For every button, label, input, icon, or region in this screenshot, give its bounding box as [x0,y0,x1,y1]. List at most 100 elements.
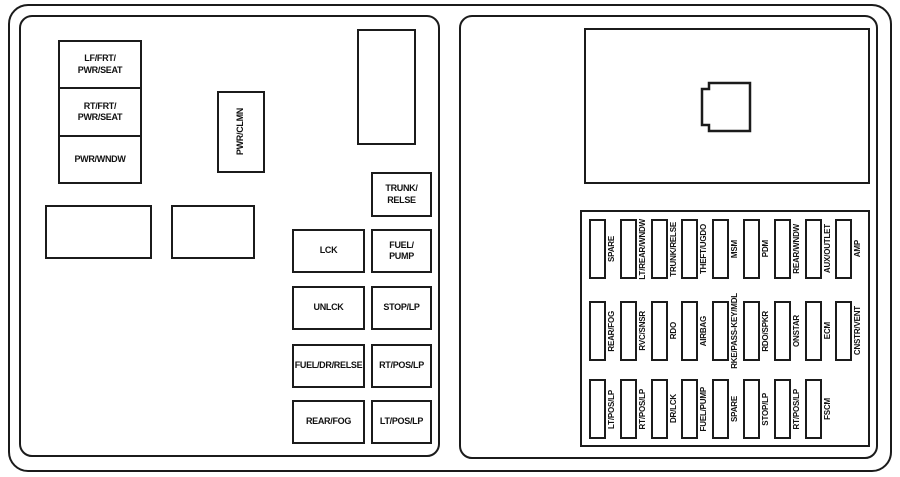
fuse-label: PDM [761,240,770,258]
fuse: CNSTR/VENT [835,301,862,361]
fuse: LT/POS/LP [589,379,616,439]
empty-relay-box-a [45,205,152,259]
fuse: AUX/OUTLET [805,219,832,279]
fuse-slot [805,379,822,439]
fuse: RT/POS/LP [620,379,647,439]
fuse-label: REAR/WNDW [792,224,801,274]
fuse-unlck: UNLCK [292,286,365,330]
fuse-slot [712,379,729,439]
connector-outline-icon [700,81,752,133]
fuse-slot [589,301,606,361]
fuse-slot [774,301,791,361]
fuse-label: AUX/OUTLET [823,224,832,274]
fuse-label: CNSTR/VENT [853,306,862,356]
fuse: SPARE [712,379,739,439]
fuse: FSCM [805,379,832,439]
fuse: STOP/LP [743,379,770,439]
fuse-block: SPARE LT/REAR/WNDW TRUNK/RELSE THEFT/UGD… [580,210,870,447]
fuse-label: REAR/FOG [607,310,616,352]
fuse-label: TRUNK/RELSE [669,221,678,277]
fuse: FUEL/PUMP [681,379,708,439]
fuse-slot [743,379,760,439]
fuse-slot [712,301,729,361]
fuse-slot [835,301,852,361]
fuse-label: RVC/SNSR [638,311,647,351]
fuse-row-2: REAR/FOG RVC/SNSR RDO AIRBAG RKE/PASS-KE… [582,293,868,369]
fuse: REAR/WNDW [774,219,801,279]
fuse-rear-fog: REAR/FOG [292,400,365,444]
relay-area-box [584,28,870,184]
fuse-row-1: SPARE LT/REAR/WNDW TRUNK/RELSE THEFT/UGD… [582,219,868,279]
empty-relay-box-top [357,29,416,145]
fuse: PDM [743,219,770,279]
seat-fuse-block: LF/FRT/ PWR/SEAT RT/FRT/ PWR/SEAT PWR/WN… [58,40,142,184]
fuse-label: FUEL/PUMP [699,386,708,432]
fuse: AIRBAG [681,301,708,361]
fuse-pwr-clmn-label: PWR/CLMN [235,108,246,156]
fuse-label: LT/REAR/WNDW [638,218,647,280]
fuse-slot [620,219,637,279]
fuse-label: LT/POS/LP [607,389,616,429]
fuse-slot [743,219,760,279]
fuse-lt-pos-lp: LT/POS/LP [371,400,432,444]
fuse-fuel-pump: FUEL/ PUMP [371,229,432,273]
fuse-stop-lp: STOP/LP [371,286,432,330]
fuse-trunk-relse: TRUNK/ RELSE [371,172,432,217]
fuse: ECM [805,301,832,361]
fuse-slot [805,301,822,361]
fuse-slot [681,301,698,361]
fuse-slot [651,301,668,361]
fuse-label: ONSTAR [792,315,801,347]
fuse-fuel-dr-relse: FUEL/DR/RELSE [292,344,365,388]
fuse: ONSTAR [774,301,801,361]
fuse: RKE/PASS-KEY/MDL [712,293,739,369]
fuse-slot [712,219,729,279]
fuse-slot [589,379,606,439]
fuse-slot [774,219,791,279]
fuse-label: RKE/PASS-KEY/MDL [730,293,739,369]
fuse: THEFT/UGDO [681,219,708,279]
fuse-slot [681,219,698,279]
fuse: RDO [651,301,678,361]
fuse-label: STOP/LP [761,392,770,426]
fuse: SPARE [589,219,616,279]
fuse: RVC/SNSR [620,301,647,361]
fuse-label: ECM [823,322,832,340]
fuse-slot [835,219,852,279]
fuse-label: RDO/SPKR [761,310,770,352]
fuse-slot [681,379,698,439]
right-fuse-panel: SPARE LT/REAR/WNDW TRUNK/RELSE THEFT/UGD… [459,15,878,459]
fuse: AMP [835,219,862,279]
fuse-label: SPARE [730,396,739,422]
fuse-rt-pos-lp: RT/POS/LP [371,344,432,388]
fuse-slot [589,219,606,279]
fuse-label: MSM [730,239,739,259]
fuse-label: FSCM [823,398,832,420]
fuse: DR/LCK [651,379,678,439]
fuse-pwr-wndw: PWR/WNDW [60,134,140,182]
fuse-lck: LCK [292,229,365,273]
fuse: RT/POS/LP [774,379,801,439]
fuse: TRUNK/RELSE [651,219,678,279]
diagram-outer-border: LF/FRT/ PWR/SEAT RT/FRT/ PWR/SEAT PWR/WN… [8,4,892,472]
fuse-slot [743,301,760,361]
fuse-row-3: LT/POS/LP RT/POS/LP DR/LCK FUEL/PUMP SPA… [582,379,868,439]
empty-relay-box-b [171,205,255,259]
fuse-label: RDO [669,322,678,340]
fuse-slot [620,301,637,361]
fuse-slot [620,379,637,439]
fuse-slot [805,219,822,279]
fuse-label: SPARE [607,236,616,262]
fuse-label: RT/POS/LP [638,388,647,430]
fuse-label: DR/LCK [669,394,678,424]
fuse: LT/REAR/WNDW [620,219,647,279]
fuse-slot [774,379,791,439]
fuse: RDO/SPKR [743,301,770,361]
fuse: MSM [712,219,739,279]
fuse-slot [651,379,668,439]
fuse-lf-frt-pwr-seat: LF/FRT/ PWR/SEAT [77,53,123,75]
fuse-label: AIRBAG [699,315,708,347]
fuse-label: RT/POS/LP [792,388,801,430]
fuse-rt-frt-pwr-seat: RT/FRT/ PWR/SEAT [60,87,140,134]
